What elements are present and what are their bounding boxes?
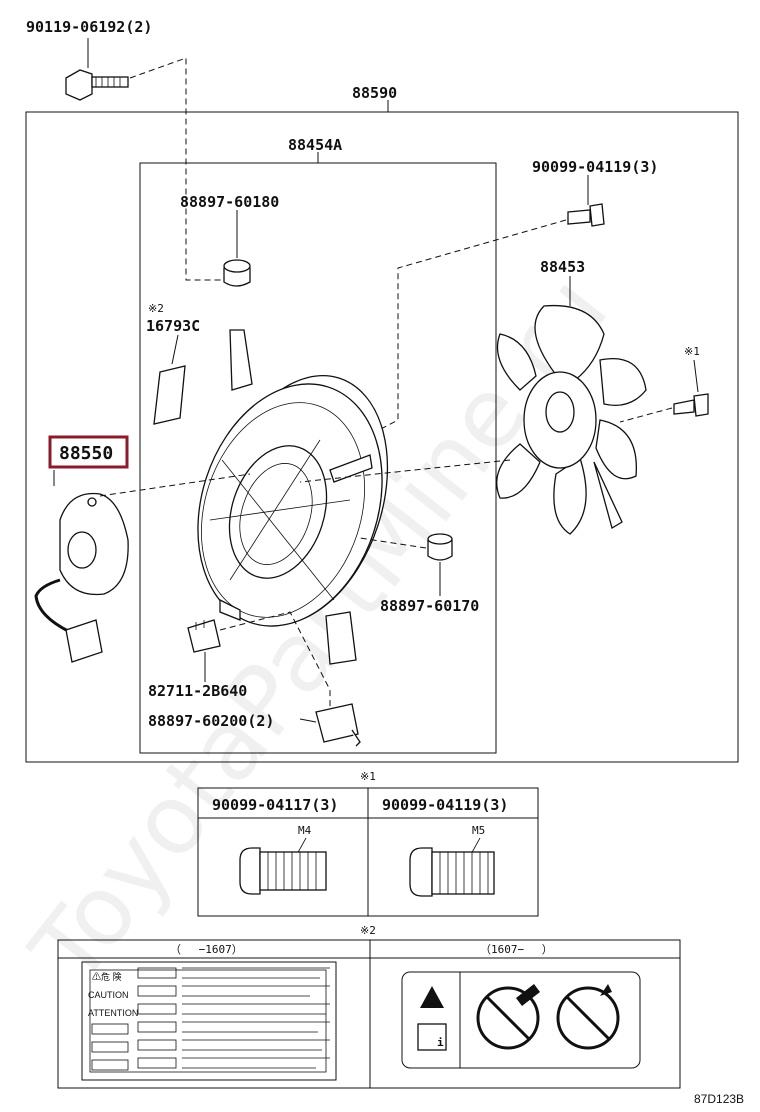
warning-label-old-icon: ⚠危 険 CAUTION ATTENTION	[81, 961, 337, 1081]
screw-m5-icon[interactable]	[567, 203, 605, 227]
highlight-box	[48, 435, 129, 469]
part-label-connector: 82711-2B640	[148, 682, 247, 700]
svg-text:CAUTION: CAUTION	[88, 990, 129, 1000]
screw-size-m4: M4	[298, 824, 312, 837]
part-label-clip: 88897-60200(2)	[148, 712, 274, 730]
caution-label-icon[interactable]	[153, 365, 186, 425]
watermark: ToyotaPartMine.ru	[9, 255, 629, 1005]
motor-icon[interactable]	[34, 492, 129, 663]
clip-icon[interactable]	[315, 703, 361, 747]
svg-text:i: i	[437, 1036, 444, 1049]
svg-text:ATTENTION: ATTENTION	[88, 1008, 138, 1018]
part-label-shroud: 88454A	[288, 136, 342, 154]
part-label-grommet-lower: 88897-60170	[380, 597, 479, 615]
label-table-col1-header: （ −1607）	[170, 943, 243, 956]
label-table	[57, 939, 681, 1089]
warning-label-new-icon: i	[401, 971, 641, 1069]
label-table-mark: ※2	[360, 924, 376, 937]
note-mark-1: ※1	[684, 345, 700, 358]
grommet-lower-icon[interactable]	[427, 533, 453, 561]
screw-size-m5: M5	[472, 824, 485, 837]
part-label-motor: 88550	[59, 443, 113, 464]
assembly-frame	[25, 111, 739, 763]
screw-m5-detail-icon	[409, 837, 495, 897]
part-label-grommet-top: 88897-60180	[180, 193, 279, 211]
fan-blade-icon[interactable]	[496, 304, 647, 535]
screw-table-col2-part: 90099-04119(3)	[382, 796, 508, 814]
screw-table-col1-part: 90099-04117(3)	[212, 796, 338, 814]
part-label-bolt: 90119-06192(2)	[26, 18, 152, 36]
bolt-icon[interactable]	[65, 69, 129, 101]
svg-text:⚠危 険: ⚠危 険	[92, 971, 122, 982]
grommet-top-icon[interactable]	[223, 259, 251, 287]
screw-m4-icon[interactable]	[673, 393, 709, 417]
shroud-icon[interactable]	[168, 329, 418, 665]
screw-table-mark: ※1	[360, 770, 376, 783]
part-label-screw-m5: 90099-04119(3)	[532, 158, 658, 176]
note-mark-2: ※2	[148, 302, 164, 315]
screw-m4-detail-icon	[239, 837, 327, 895]
part-label-assembly: 88590	[352, 84, 397, 102]
part-label-fan: 88453	[540, 258, 585, 276]
figure-code: 87D123B	[694, 1092, 744, 1106]
part-label-caution-label: 16793C	[146, 317, 200, 335]
connector-icon[interactable]	[187, 619, 221, 653]
label-table-col2-header: （1607− ）	[480, 943, 553, 956]
